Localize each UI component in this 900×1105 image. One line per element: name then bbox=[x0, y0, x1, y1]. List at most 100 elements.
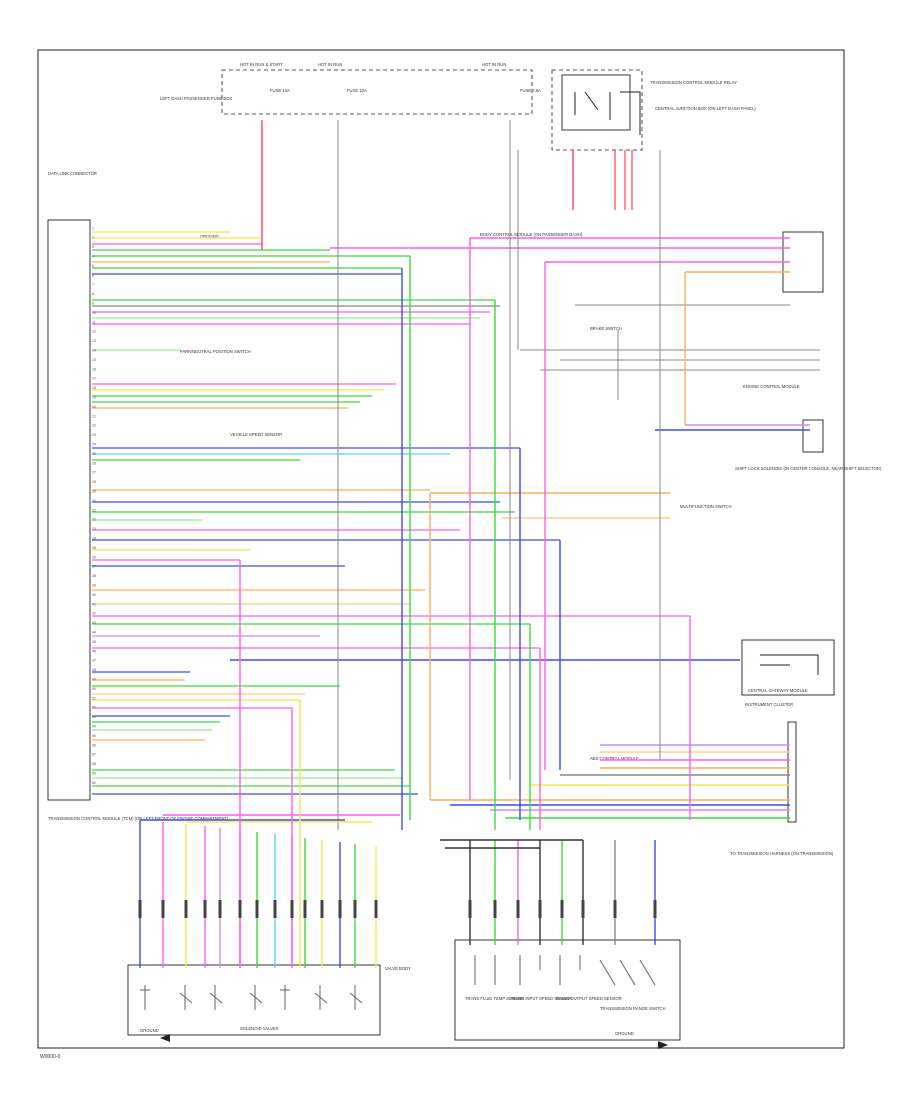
label-bcm: BODY CONTROL MODULE (ON PASSENGER DASH) bbox=[480, 232, 583, 237]
pin-label: 16 bbox=[92, 367, 96, 371]
label-hot-run-right: HOT IN RUN bbox=[482, 62, 506, 67]
pin-label: 19 bbox=[92, 396, 96, 400]
pin-label: 41 bbox=[92, 602, 96, 606]
tcm-connector-block bbox=[47, 219, 91, 801]
label-ecm: ENGINE CONTROL MODULE bbox=[743, 384, 800, 389]
connector-pin bbox=[303, 900, 307, 918]
footer-code: W0000-0 bbox=[40, 1054, 61, 1060]
connector-pin bbox=[516, 900, 520, 918]
label-transmission-relay: TRANSMISSION CONTROL MODULE RELAY bbox=[650, 80, 737, 85]
pin-label: 30 bbox=[92, 499, 96, 503]
pin-label: 22 bbox=[92, 424, 96, 428]
label-sensor-2: TRANS INPUT SPEED SENSOR bbox=[510, 996, 572, 1001]
pin-label: 17 bbox=[92, 377, 96, 381]
pin-label: 9 bbox=[92, 302, 94, 306]
pin-label: 25 bbox=[92, 452, 96, 456]
pin-label: 43 bbox=[92, 621, 96, 625]
pin-label: 14 bbox=[92, 349, 96, 353]
label-sensor-1: TRANS FLUID TEMP SENSOR bbox=[465, 996, 524, 1001]
connector-pin bbox=[238, 900, 242, 918]
connector-pin bbox=[338, 900, 342, 918]
pin-label: 45 bbox=[92, 640, 96, 644]
pin-label: 10 bbox=[92, 311, 96, 315]
connector-pin bbox=[184, 900, 188, 918]
instrument-cluster-symbol bbox=[760, 654, 819, 675]
label-solenoid-valves: SOLENOID VALVES bbox=[240, 1026, 279, 1031]
label-instrument-cluster: INSTRUMENT CLUSTER bbox=[745, 702, 793, 707]
pin-label: 57 bbox=[92, 753, 96, 757]
connector-pin bbox=[290, 900, 294, 918]
label-park-neutral: PARK/NEUTRAL POSITION SWITCH bbox=[180, 349, 251, 354]
pin-label: 11 bbox=[92, 320, 96, 324]
connector-pin bbox=[653, 900, 657, 918]
connector-pin bbox=[138, 900, 142, 918]
connector-pin bbox=[218, 900, 222, 918]
multifunction-switch-connector bbox=[787, 721, 797, 823]
pin-labels-group: 1234567891011121314151617181920212223242… bbox=[92, 226, 96, 785]
pin-label: 12 bbox=[92, 330, 96, 334]
connector-pin bbox=[613, 900, 617, 918]
pin-label: 8 bbox=[92, 292, 94, 296]
pin-label: 27 bbox=[92, 471, 96, 475]
label-junction-box: CENTRAL JUNCTION BOX (ON LEFT DASH PANEL… bbox=[655, 106, 756, 111]
pin-label: 21 bbox=[92, 414, 96, 418]
pin-label: 36 bbox=[92, 555, 96, 559]
connector-pin bbox=[468, 900, 472, 918]
pin-label: 29 bbox=[92, 490, 96, 494]
pin-label: 28 bbox=[92, 480, 96, 484]
transmission-relay-box bbox=[561, 74, 631, 131]
connector-pin bbox=[581, 900, 585, 918]
pin-label: 18 bbox=[92, 386, 96, 390]
connector-pin bbox=[320, 900, 324, 918]
pin-label: 15 bbox=[92, 358, 96, 362]
pin-label: 42 bbox=[92, 612, 96, 616]
label-range-switch: TRANSMISSION RANGE SWITCH bbox=[600, 1006, 666, 1011]
pin-label: 48 bbox=[92, 668, 96, 672]
pin-label: 5 bbox=[92, 264, 94, 268]
fuse-box-top bbox=[221, 69, 533, 115]
sensor-symbols bbox=[474, 955, 656, 986]
label-valve-body: VALVE BODY bbox=[385, 966, 411, 971]
pin-label: 35 bbox=[92, 546, 96, 550]
diagram-frame bbox=[37, 49, 845, 1049]
pin-label: 51 bbox=[92, 696, 96, 700]
pin-label: 56 bbox=[92, 743, 96, 747]
label-fuse-mid: FUSE 10A bbox=[347, 88, 367, 93]
pin-label: 37 bbox=[92, 565, 96, 569]
pin-label: 3 bbox=[92, 245, 94, 249]
pin-label: 44 bbox=[92, 631, 96, 635]
label-abs-module: ABS CONTROL MODULE bbox=[590, 756, 639, 761]
pin-label: 26 bbox=[92, 461, 96, 465]
connector-pin bbox=[538, 900, 542, 918]
connector-pin bbox=[374, 900, 378, 918]
pin-label: 53 bbox=[92, 715, 96, 719]
ground-arrow-left bbox=[160, 1034, 170, 1042]
pin-label: 38 bbox=[92, 574, 96, 578]
label-gnd-left-top: GROUND bbox=[200, 234, 219, 239]
junction-box-right bbox=[551, 69, 643, 151]
pin-label: 50 bbox=[92, 687, 96, 691]
label-diagnostic-connector: DATA LINK CONNECTOR bbox=[48, 171, 97, 176]
connector-pin bbox=[560, 900, 564, 918]
pin-label: 24 bbox=[92, 443, 96, 447]
label-hot-run-left: HOT IN RUN bbox=[318, 62, 342, 67]
pin-label: 7 bbox=[92, 283, 94, 287]
relay-contact bbox=[574, 91, 641, 135]
pin-label: 54 bbox=[92, 725, 96, 729]
pin-label: 40 bbox=[92, 593, 96, 597]
wires-group bbox=[92, 120, 820, 968]
label-gnd-tcm: GROUND bbox=[140, 1028, 159, 1033]
pin-label: 4 bbox=[92, 255, 94, 259]
pin-label: 60 bbox=[92, 781, 96, 785]
label-passenger-fuse-box: LEFT DASH PASSENGER FUSE BOX bbox=[160, 96, 232, 101]
pin-label: 13 bbox=[92, 339, 96, 343]
connector-pin bbox=[353, 900, 357, 918]
label-multifunction-switch: MULTIFUNCTION SWITCH bbox=[680, 504, 732, 509]
connector-pin bbox=[493, 900, 497, 918]
pin-label: 23 bbox=[92, 433, 96, 437]
pin-label: 34 bbox=[92, 537, 96, 541]
label-fuse-left: FUSE 15A bbox=[270, 88, 290, 93]
pin-label: 6 bbox=[92, 273, 94, 277]
